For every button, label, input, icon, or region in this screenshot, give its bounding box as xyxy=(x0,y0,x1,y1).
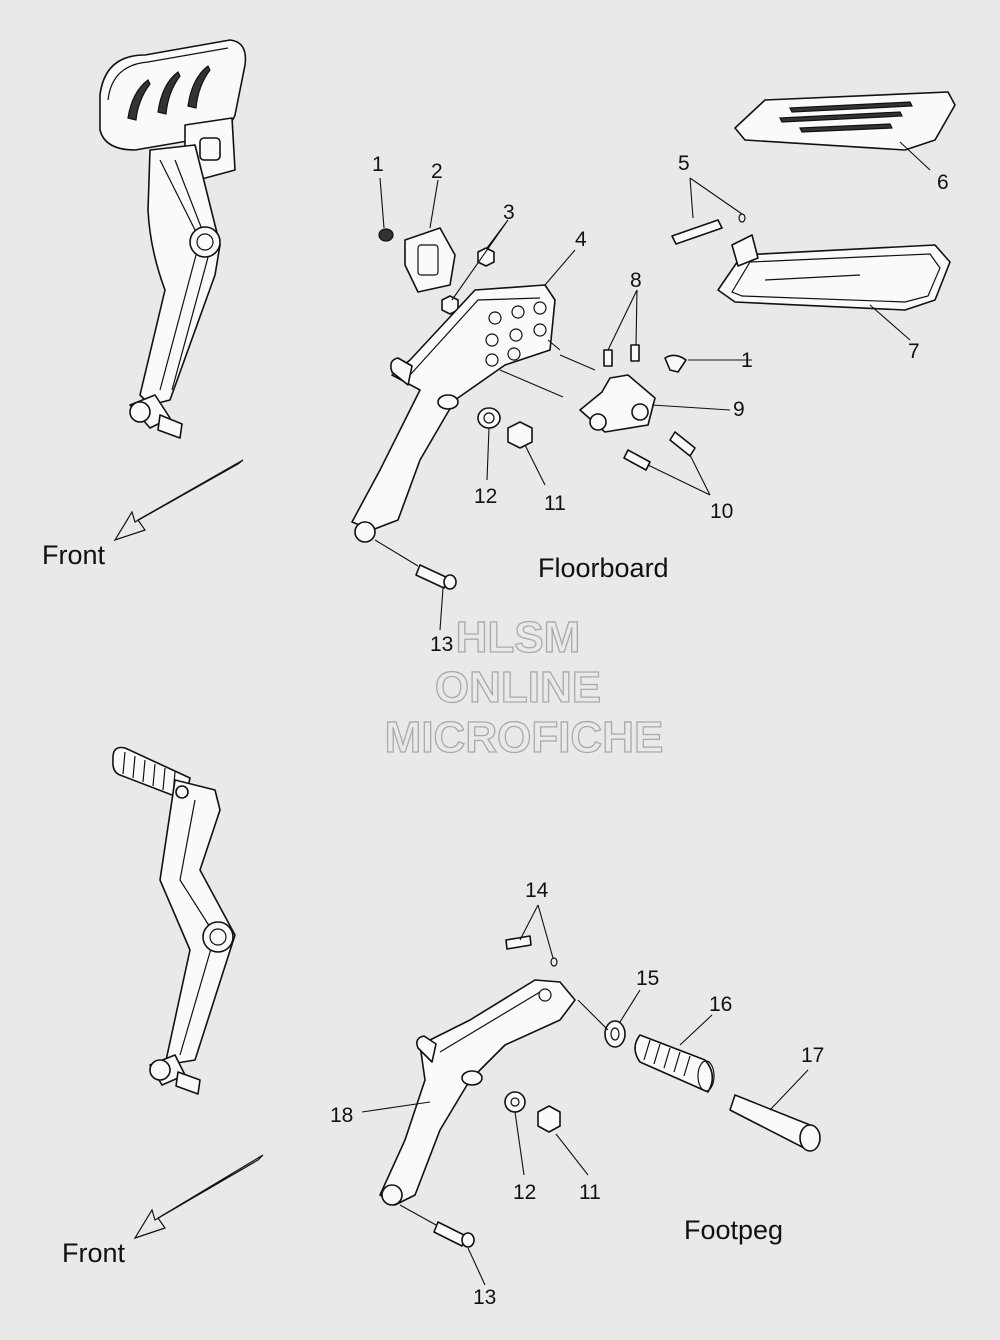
floorboard-assembly-view xyxy=(99,39,247,439)
callout-17: 17 xyxy=(801,1044,824,1067)
watermark-line1: HLSM xyxy=(456,613,581,662)
callout-18: 18 xyxy=(330,1104,353,1127)
callout-5: 5 xyxy=(678,152,690,175)
callout-12: 12 xyxy=(474,485,497,508)
footpeg-assembly-view xyxy=(112,746,236,1095)
front-arrow-bottom xyxy=(133,1154,264,1240)
callout-15: 15 xyxy=(636,967,659,990)
callout-8: 8 xyxy=(630,269,642,292)
floorboard-caption: Floorboard xyxy=(538,553,669,583)
front-arrow-top xyxy=(113,459,244,542)
callout-16: 16 xyxy=(709,993,732,1016)
callout-13-bottom: 13 xyxy=(473,1286,496,1309)
callout-9: 9 xyxy=(733,398,745,421)
callout-1-right: 1 xyxy=(741,349,753,372)
callout-3: 3 xyxy=(503,201,515,224)
leader-lines-bottom xyxy=(361,904,809,1286)
leader-lines-top xyxy=(374,141,931,631)
callout-4: 4 xyxy=(575,228,587,251)
callout-2: 2 xyxy=(431,160,443,183)
callout-12-bottom: 12 xyxy=(513,1181,536,1204)
callout-14: 14 xyxy=(525,879,549,902)
watermark-line3: MICROFICHE xyxy=(385,713,664,762)
callout-13: 13 xyxy=(430,633,453,656)
callout-11: 11 xyxy=(544,492,566,515)
floorboard-exploded-parts xyxy=(351,91,956,590)
callout-10: 10 xyxy=(710,500,733,523)
front-label-bottom: Front xyxy=(62,1238,126,1268)
front-label-top: Front xyxy=(42,540,106,570)
footpeg-caption: Footpeg xyxy=(684,1215,783,1245)
footpeg-exploded-parts xyxy=(379,935,821,1248)
watermark-line2: ONLINE xyxy=(435,663,601,712)
callout-11-bottom: 11 xyxy=(579,1181,601,1204)
callout-6: 6 xyxy=(937,171,949,194)
callout-7: 7 xyxy=(908,340,920,363)
callout-1: 1 xyxy=(372,153,384,176)
